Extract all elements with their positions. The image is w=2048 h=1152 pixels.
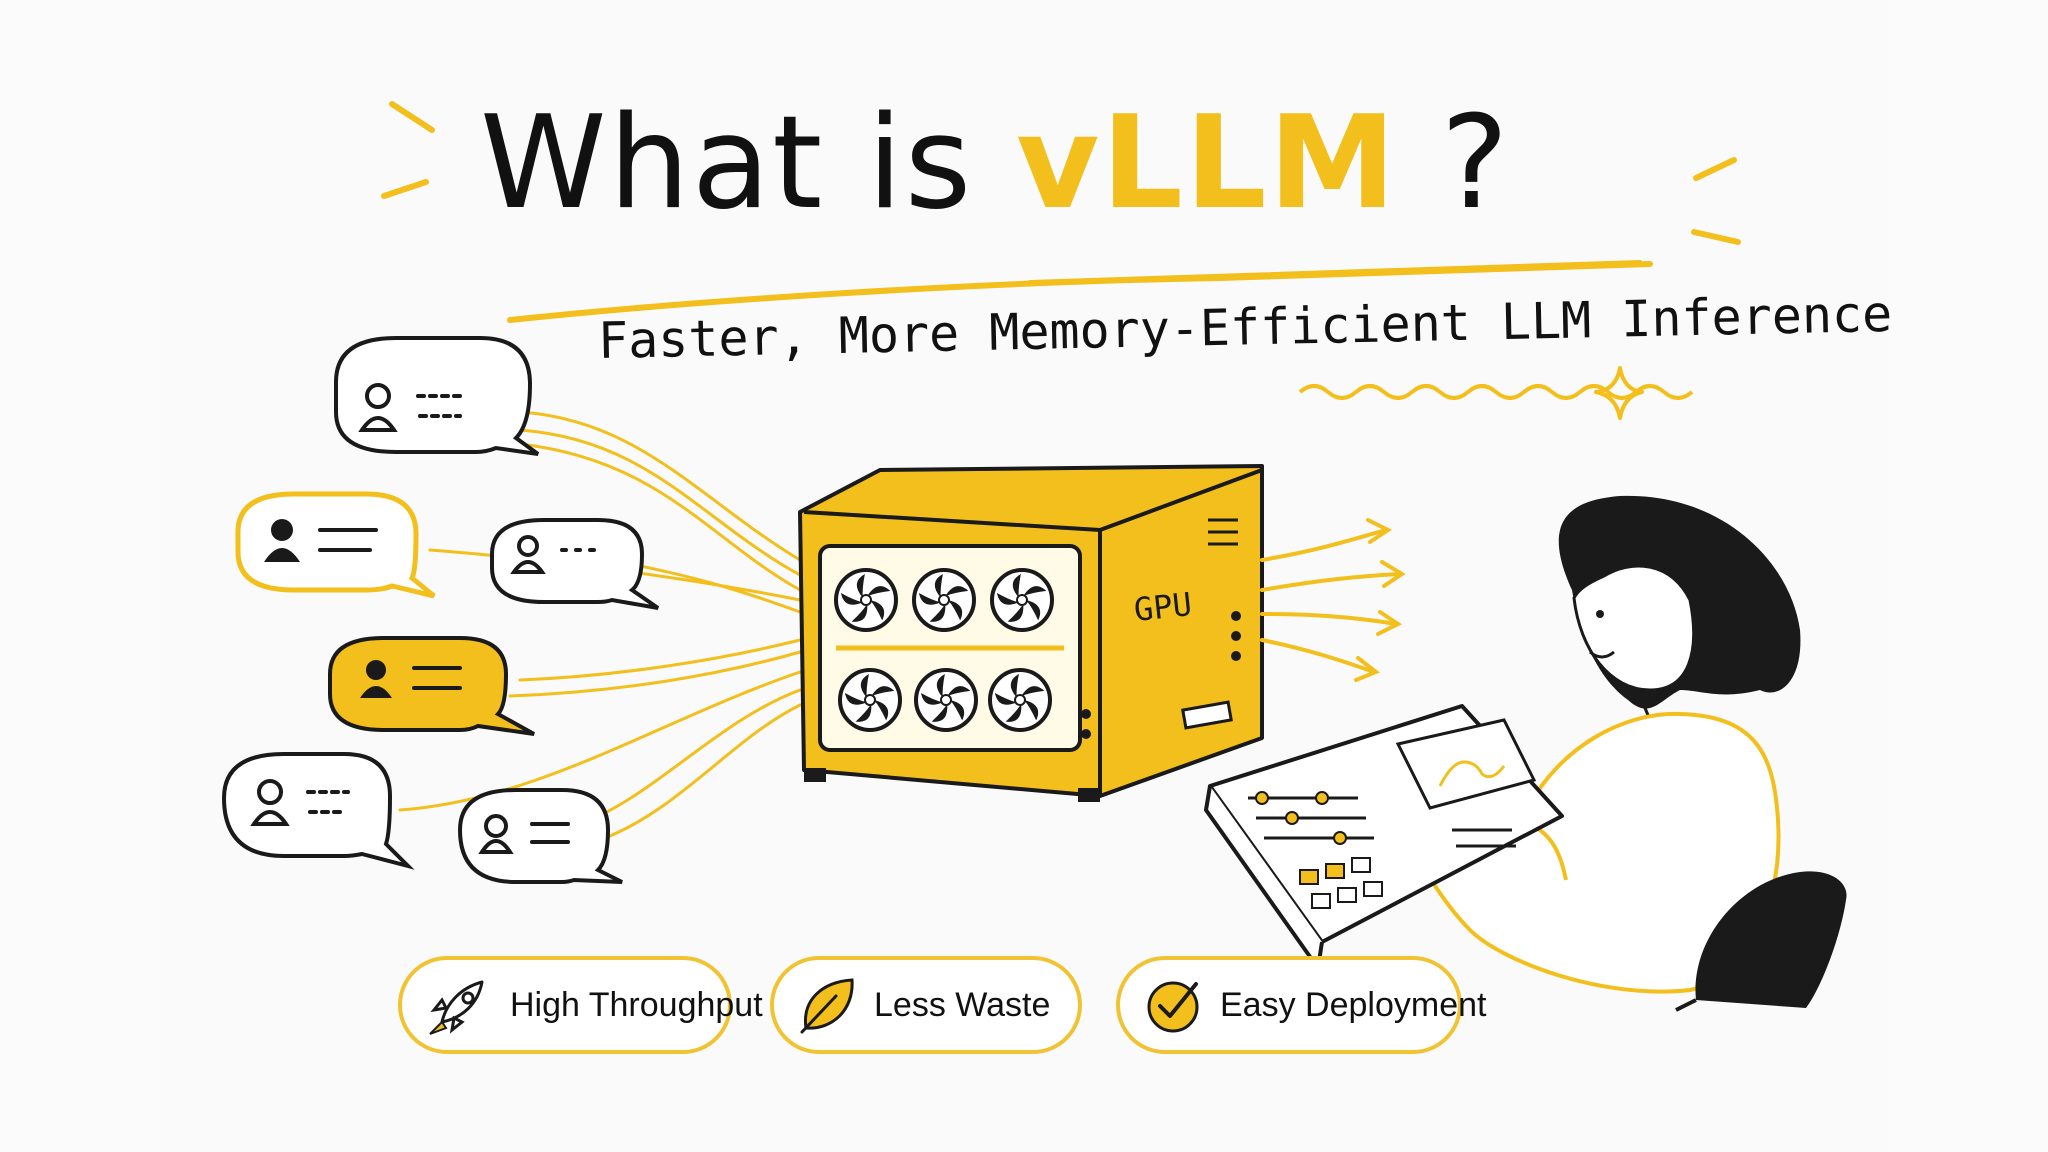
request-flow-lines bbox=[398, 410, 802, 842]
rocket-icon bbox=[429, 980, 484, 1035]
fan-icon bbox=[990, 568, 1054, 632]
chat-bubble-3 bbox=[490, 518, 660, 610]
title-underline-second bbox=[1028, 260, 1642, 284]
title-sparkle-lines bbox=[381, 101, 1741, 245]
fan-icon bbox=[834, 568, 898, 632]
chat-bubble-2 bbox=[235, 491, 436, 599]
output-arrows bbox=[1260, 518, 1406, 682]
checkmark-icon bbox=[1147, 981, 1199, 1033]
chat-bubble-4 bbox=[328, 636, 535, 736]
user-icon bbox=[257, 779, 283, 805]
gpu-fan-row-bottom bbox=[838, 668, 1052, 732]
user-icon bbox=[517, 535, 539, 557]
subtitle-squiggle bbox=[1298, 384, 1694, 400]
feature-pill-easy-deployment: Easy Deployment bbox=[1116, 956, 1486, 1054]
page-title: What is vLLM ? bbox=[480, 100, 1511, 228]
title-prefix: What is bbox=[480, 89, 1016, 238]
feature-pill-high-throughput: High Throughput bbox=[398, 956, 763, 1054]
sparkle-star-icon bbox=[1594, 366, 1644, 420]
gpu-fan-row-top bbox=[834, 568, 1054, 632]
fan-icon bbox=[838, 668, 902, 732]
chat-bubble-6 bbox=[457, 788, 623, 884]
gpu-label: GPU bbox=[1132, 585, 1194, 629]
user-icon bbox=[366, 660, 386, 680]
chat-bubble-1 bbox=[334, 336, 540, 456]
title-suffix: ? bbox=[1440, 89, 1511, 238]
user-icon bbox=[365, 383, 391, 409]
fan-icon bbox=[988, 668, 1052, 732]
fan-icon bbox=[912, 568, 976, 632]
feature-label: Less Waste bbox=[874, 985, 1051, 1024]
chat-bubble-5 bbox=[221, 752, 415, 870]
gpu-box bbox=[798, 464, 1264, 802]
leaf-icon bbox=[800, 978, 854, 1034]
user-icon bbox=[484, 814, 508, 838]
fan-icon bbox=[914, 668, 978, 732]
feature-label: Easy Deployment bbox=[1220, 985, 1487, 1024]
feature-pill-less-waste: Less Waste bbox=[770, 956, 1082, 1054]
feature-label: High Throughput bbox=[510, 985, 763, 1024]
control-console bbox=[1204, 704, 1564, 970]
user-icon bbox=[271, 519, 293, 541]
title-highlight: vLLM bbox=[1015, 89, 1398, 238]
